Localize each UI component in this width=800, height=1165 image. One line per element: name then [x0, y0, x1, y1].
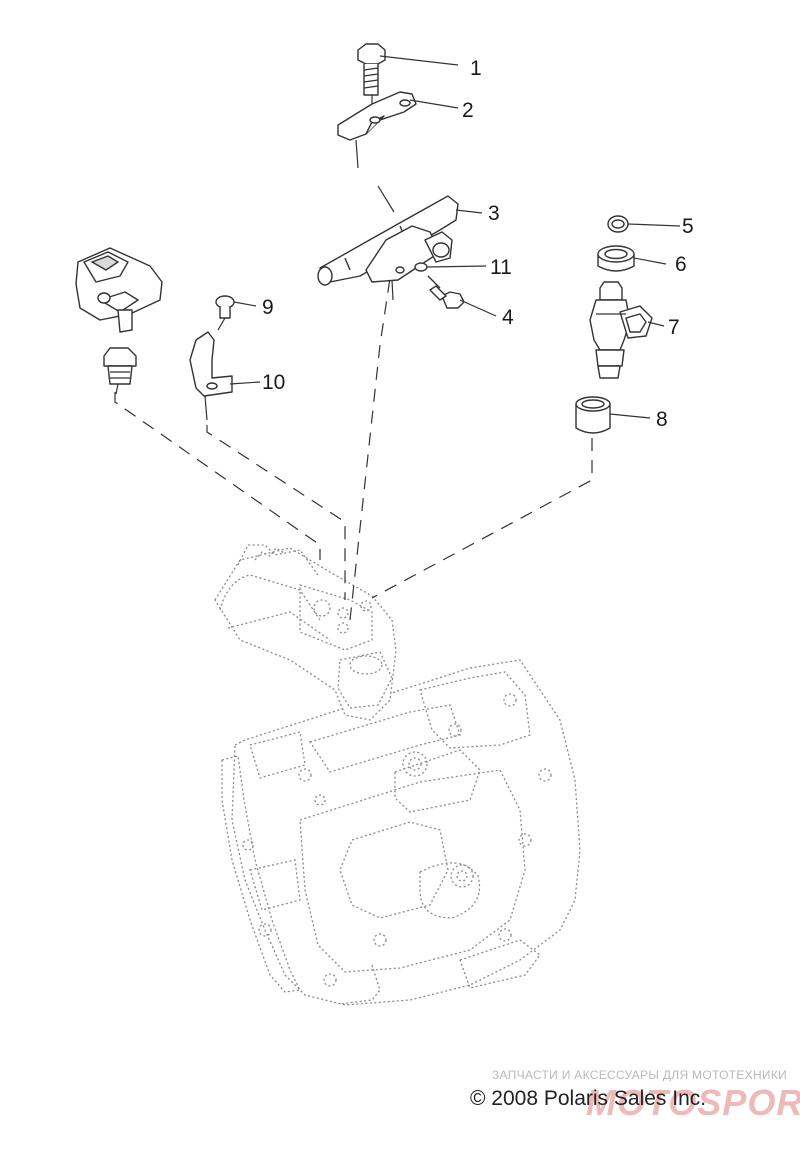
temperature-sensor [103, 347, 137, 395]
part-4-bolt [427, 275, 465, 309]
callout-6: 6 [675, 253, 687, 276]
map-sensor [75, 247, 163, 333]
callout-11: 11 [490, 256, 512, 279]
assembly-lines [114, 257, 593, 621]
callout-8: 8 [656, 408, 668, 431]
callout-5: 5 [682, 215, 694, 238]
part-3-fuel-rail [317, 185, 459, 301]
callout-labels: 1 2 3 4 5 6 7 8 9 10 11 [262, 57, 694, 431]
intake-manifold [214, 544, 397, 721]
callout-leaders [229, 55, 681, 419]
callout-1: 1 [470, 57, 482, 80]
callout-10: 10 [262, 371, 285, 394]
part-9-screw [215, 295, 235, 331]
part-7-fuel-injector [589, 281, 653, 379]
part-8-sleeve [575, 396, 611, 434]
callout-7: 7 [668, 316, 680, 339]
callout-3: 3 [488, 202, 500, 225]
callout-2: 2 [462, 99, 474, 122]
watermark-text: ЗАПЧАСТИ И АКСЕССУАРЫ ДЛЯ МОТОТЕХНИКИ [492, 1068, 788, 1082]
cylinder-head [221, 659, 581, 1006]
site-logo-watermark: MOTOSPORT.RU [586, 1082, 800, 1123]
callout-4: 4 [502, 306, 514, 329]
part-6-seal [597, 245, 635, 272]
part-5-o-ring [607, 215, 629, 233]
callout-9: 9 [262, 296, 274, 319]
part-2-bracket [337, 91, 417, 169]
part-11-o-ring [414, 262, 428, 272]
part-1-bolt [357, 43, 386, 108]
copyright-notice: © 2008 Polaris Sales Inc. [470, 1087, 707, 1110]
part-10-clip-bracket [189, 331, 233, 421]
